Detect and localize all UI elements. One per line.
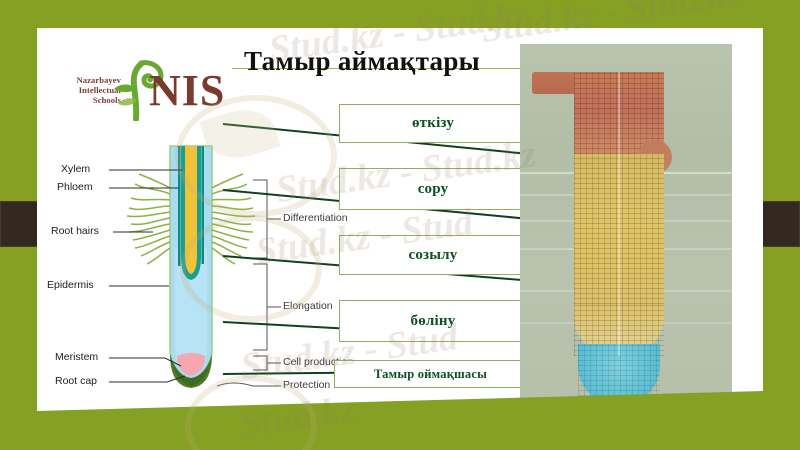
diagram-label-root-cap: Root cap bbox=[55, 375, 98, 387]
micrograph-central-axis bbox=[618, 72, 620, 356]
root-anatomy-diagram: Xylem Phloem Root hairs Epidermis Merist… bbox=[47, 128, 353, 403]
diagram-label-elongation: Elongation bbox=[283, 300, 333, 312]
diagram-label-differentiation: Differentiation bbox=[283, 212, 348, 224]
root-micrograph-photo bbox=[520, 44, 732, 412]
zone-box-otkizu-label: өткізу bbox=[411, 115, 455, 131]
zone-box-soru[interactable]: сору bbox=[339, 168, 527, 210]
zone-box-bolinu-label: бөліну bbox=[410, 312, 456, 329]
slide-canvas: Nazarbayev Intellectual Schools NIS Тамы… bbox=[37, 28, 763, 418]
logo-bird-icon bbox=[111, 59, 167, 126]
logo-wordmark: Nazarbayev Intellectual Schools bbox=[49, 75, 121, 105]
logo-line-2: Intellectual bbox=[78, 85, 121, 95]
micrograph-absorption-zone bbox=[574, 154, 664, 304]
diagram-label-phloem: Phloem bbox=[57, 181, 93, 193]
zone-box-tamyr-oimaqshasy-label: Тамыр оймақшасы bbox=[373, 366, 488, 381]
page-title: Тамыр аймақтары bbox=[243, 46, 481, 76]
zone-box-otkizu[interactable]: өткізу bbox=[339, 104, 527, 143]
logo-line-1: Nazarbayev bbox=[76, 75, 121, 85]
root-illustration bbox=[109, 145, 281, 388]
logo-line-3: Schools bbox=[92, 95, 121, 105]
diagram-label-xylem: Xylem bbox=[61, 163, 91, 175]
header-divider bbox=[232, 68, 562, 69]
zone-box-sozylu-label: созылу bbox=[408, 246, 458, 263]
zone-box-tamyr-oimaqshasy[interactable]: Тамыр оймақшасы bbox=[334, 360, 527, 388]
zone-box-sozylu[interactable]: созылу bbox=[339, 235, 527, 275]
diagram-label-protection: Protection bbox=[283, 379, 331, 391]
diagram-label-epidermis: Epidermis bbox=[47, 279, 94, 291]
nis-logo: Nazarbayev Intellectual Schools NIS bbox=[55, 59, 226, 127]
zone-box-soru-label: сору bbox=[417, 180, 449, 197]
zone-box-bolinu[interactable]: бөліну bbox=[339, 300, 527, 342]
logo-acronym: NIS bbox=[149, 66, 226, 115]
diagram-label-root-hairs: Root hairs bbox=[51, 225, 99, 237]
slide-top-edge bbox=[37, 28, 763, 30]
diagram-label-meristem: Meristem bbox=[55, 351, 99, 363]
